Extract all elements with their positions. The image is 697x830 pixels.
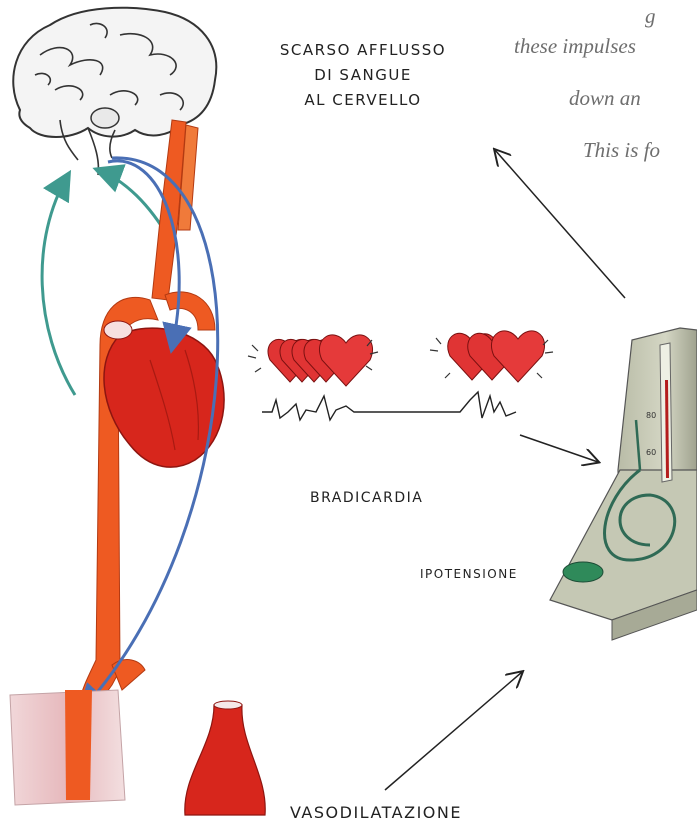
bradycardia-hearts-fast — [248, 335, 378, 386]
label-bradycardia: BRADICARDIA — [310, 490, 423, 506]
label-cervello-line2: DI SANGUE — [238, 63, 488, 88]
heart-illustration — [104, 321, 224, 467]
gauge-tick-80: 80 — [646, 411, 656, 420]
overlay-text-line1: g — [645, 4, 656, 29]
overlay-text-line4: This is fo — [583, 138, 660, 163]
leg-vessel-illustration — [10, 690, 125, 805]
label-vasodilation: VASODILATAZIONE — [290, 803, 462, 822]
overlay-text-line3: down an — [569, 86, 641, 111]
gauge-tick-60: 60 — [646, 448, 656, 457]
overlay-text-line2: these impulses — [514, 34, 636, 59]
label-low-brain-blood-flow: SCARSO AFFLUSSO DI SANGUE AL CERVELLO — [238, 38, 488, 113]
dilated-vessel-illustration — [185, 701, 265, 815]
causal-arrows — [385, 150, 625, 790]
label-cervello-line3: AL CERVELLO — [238, 88, 488, 113]
sphygmomanometer-illustration: 80 60 — [550, 328, 697, 640]
ecg-trace — [262, 392, 516, 420]
label-hypotension: IPOTENSIONE — [420, 567, 518, 581]
bradycardia-hearts-slow — [430, 331, 553, 382]
label-cervello-line1: SCARSO AFFLUSSO — [238, 38, 488, 63]
